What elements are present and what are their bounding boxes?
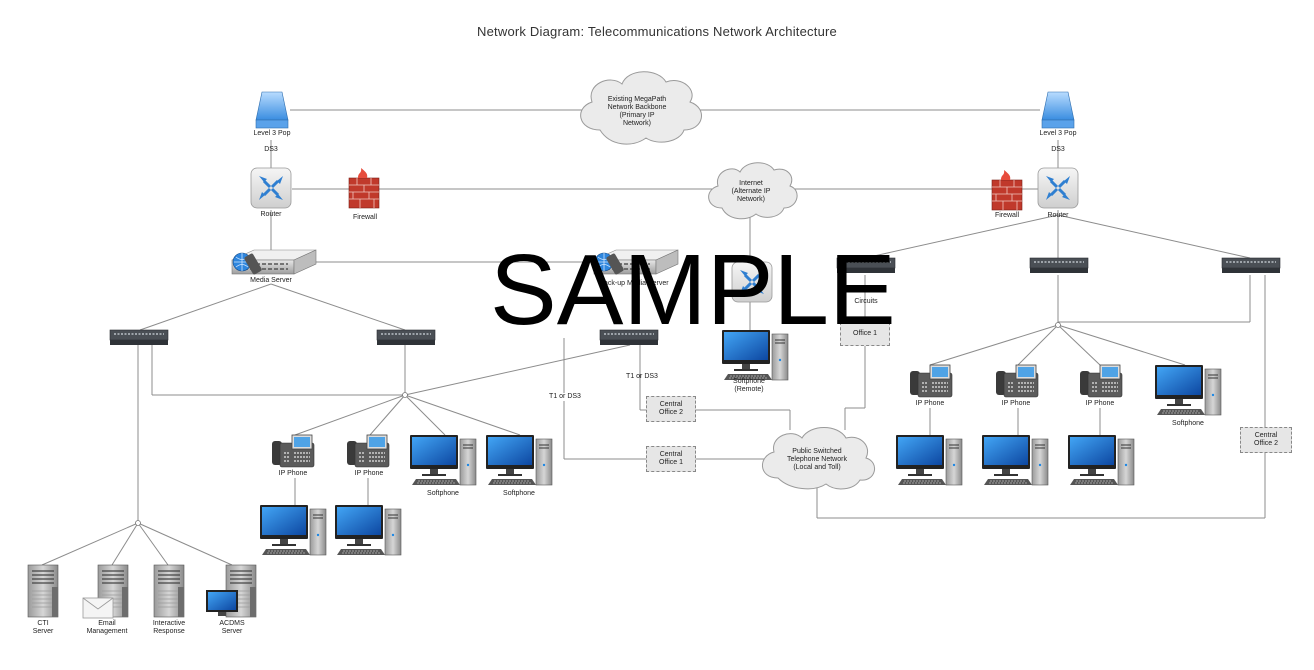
email-management-label: Email Management	[86, 620, 128, 635]
switch-1-icon	[109, 329, 169, 346]
router-right-icon	[1036, 166, 1080, 210]
level3-pop-left-label: Level 3 Pop	[253, 130, 291, 137]
central-office-2-box-b: Central Office 2	[1240, 427, 1292, 453]
ip-phone-5-icon	[1079, 364, 1123, 398]
firewall-left-label: Firewall	[352, 214, 378, 221]
switch-2-icon	[376, 329, 436, 346]
switch-6-icon	[1221, 257, 1281, 274]
sample-watermark: SAMPLE	[490, 234, 896, 346]
ivr-server-icon	[153, 564, 185, 618]
backup-media-server-label: Back-up Media Server	[599, 280, 669, 287]
softphone-remote-label: Softphone (Remote)	[733, 378, 765, 393]
ip-phone-4-label: IP Phone	[1001, 400, 1031, 407]
monitor-icon	[206, 590, 238, 616]
ds3-right-label: DS3	[1051, 146, 1065, 153]
central-office-2-box-a: Central Office 2	[646, 396, 696, 422]
softphone-2-label: Softphone	[503, 490, 535, 497]
acdms-server-label: ACDMS Server	[219, 620, 245, 635]
page-title: Network Diagram: Telecommunications Netw…	[477, 24, 837, 39]
pc-1-icon	[259, 504, 327, 556]
pc-5-icon	[1067, 434, 1135, 486]
cti-server-label: CTI Server	[32, 620, 54, 635]
level3-pop-right-label: Level 3 Pop	[1039, 130, 1077, 137]
office-1-right-box: Office 1	[840, 322, 890, 346]
softphone-3-label: Softphone	[1172, 420, 1204, 427]
level3-pop-left-icon	[255, 91, 289, 129]
cti-server-icon	[27, 564, 59, 618]
router-left-icon	[249, 166, 293, 210]
ip-phone-3-icon	[909, 364, 953, 398]
backbone-label: Existing MegaPath Network Backbone (Prim…	[607, 96, 667, 127]
pc-3-icon	[895, 434, 963, 486]
level3-pop-right-icon	[1041, 91, 1075, 129]
ip-phone-3-label: IP Phone	[915, 400, 945, 407]
pc-4-icon	[981, 434, 1049, 486]
router-right-label: Router	[1047, 212, 1069, 219]
junction-dots	[135, 322, 1061, 526]
switch-5-icon	[1029, 257, 1089, 274]
ip-phone-4-icon	[995, 364, 1039, 398]
t1-ds3-label-b: T1 or DS3	[542, 393, 588, 401]
media-server-label: Media Server	[250, 277, 292, 284]
softphone-3-icon	[1154, 364, 1222, 416]
ds3-left-label: DS3	[264, 146, 278, 153]
internet-label: Internet (Alternate IP Network)	[731, 180, 771, 203]
firewall-right-label: Firewall	[994, 212, 1020, 219]
softphone-1-label: Softphone	[427, 490, 459, 497]
pstn-cloud	[762, 427, 875, 490]
firewall-right-icon	[991, 169, 1023, 211]
softphone-1-icon	[409, 434, 477, 486]
t1-ds3-label-a: T1 or DS3	[626, 373, 658, 380]
backbone-cloud	[580, 71, 702, 145]
media-server-icon	[231, 249, 317, 276]
internet-cloud	[708, 162, 798, 220]
ip-phone-1-label: IP Phone	[278, 470, 308, 477]
central-office-1-box-a: Central Office 1	[646, 446, 696, 472]
envelope-icon	[82, 597, 114, 619]
ip-phone-2-icon	[346, 434, 390, 468]
ip-phone-5-label: IP Phone	[1085, 400, 1115, 407]
softphone-2-icon	[485, 434, 553, 486]
pc-2-icon	[334, 504, 402, 556]
interactive-response-label: Interactive Response	[152, 620, 186, 635]
firewall-left-icon	[348, 167, 380, 209]
ip-phone-2-label: IP Phone	[354, 470, 384, 477]
pstn-label: Public Switched Telephone Network (Local…	[787, 448, 847, 471]
ip-phone-1-icon	[271, 434, 315, 468]
circuits-label: Circuits	[854, 298, 878, 305]
router-left-label: Router	[260, 211, 282, 218]
